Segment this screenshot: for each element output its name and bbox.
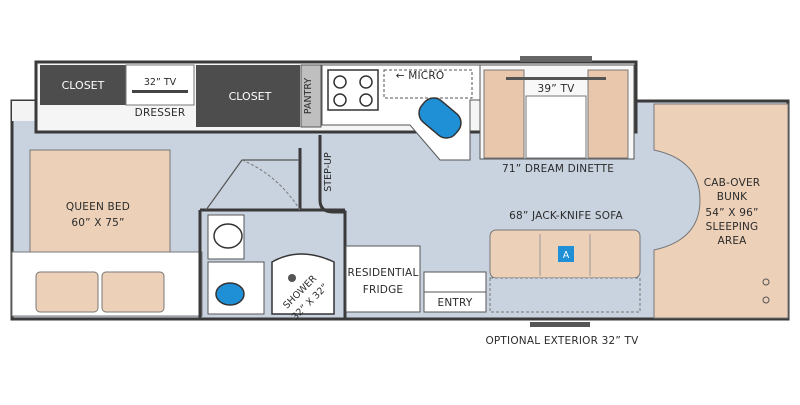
fridge-label-1: RESIDENTIAL — [347, 267, 418, 279]
queen-bed-label-2: 60” X 75” — [71, 217, 124, 229]
dinette-seat-left — [483, 69, 525, 159]
dinette-seat-right — [587, 69, 629, 159]
pantry-label: PANTRY — [303, 78, 314, 115]
shower — [271, 253, 335, 315]
shower-drain-icon — [288, 274, 296, 282]
step-up-label: STEP-UP — [323, 152, 334, 192]
fridge-label-2: FRIDGE — [363, 284, 404, 296]
dinette-window — [520, 56, 592, 62]
queen-bed-label-1: QUEEN BED — [66, 201, 130, 213]
dinette-tv-icon — [506, 77, 606, 80]
door-swing — [241, 159, 301, 211]
cabover-label-2: BUNK — [717, 191, 748, 203]
cabover-bunk — [653, 103, 789, 319]
toilet-icon — [213, 223, 243, 249]
closet-left-label: CLOSET — [62, 79, 105, 92]
pillow-left — [35, 271, 99, 313]
sofa-extended — [489, 277, 641, 313]
cabover-label-4: SLEEPING — [706, 221, 759, 233]
pillow-right — [101, 271, 165, 313]
bedroom-tv-label: 32” TV — [144, 77, 177, 88]
cabover-label-5: AREA — [717, 235, 747, 247]
bedroom-tv-icon — [132, 90, 188, 93]
dresser — [125, 64, 195, 106]
entry-label: ENTRY — [438, 297, 473, 309]
microwave-outline — [383, 69, 473, 99]
sofa-badge — [558, 246, 574, 262]
closet-center — [196, 65, 300, 127]
closet-left — [40, 65, 126, 105]
cabover-label-1: CAB-OVER — [704, 177, 761, 189]
queen-bed — [29, 149, 171, 271]
closet-center-label: CLOSET — [229, 90, 272, 103]
entry-door — [423, 291, 487, 313]
exterior-tv-icon — [530, 322, 590, 327]
sofa-label: 68” JACK-KNIFE SOFA — [509, 210, 623, 222]
kitchen-sink-icon — [418, 97, 462, 139]
microwave-label: ← MICRO — [396, 70, 445, 82]
dinette-label: 71” DREAM DINETTE — [502, 163, 614, 175]
step-up-wall — [318, 135, 347, 318]
fridge — [345, 245, 421, 313]
bath-walls — [198, 148, 345, 318]
exterior-tv-label: OPTIONAL EXTERIOR 32” TV — [485, 335, 639, 347]
dinette-table — [525, 95, 587, 159]
cabover-label-3: 54” X 96” — [705, 207, 758, 219]
entry-step — [423, 271, 487, 293]
sofa-badge-label: A — [563, 250, 570, 261]
bath-sink-icon — [215, 282, 245, 306]
dinette-tv-label: 39” TV — [538, 83, 576, 95]
dresser-label: DRESSER — [135, 107, 186, 119]
pantry — [300, 64, 322, 128]
